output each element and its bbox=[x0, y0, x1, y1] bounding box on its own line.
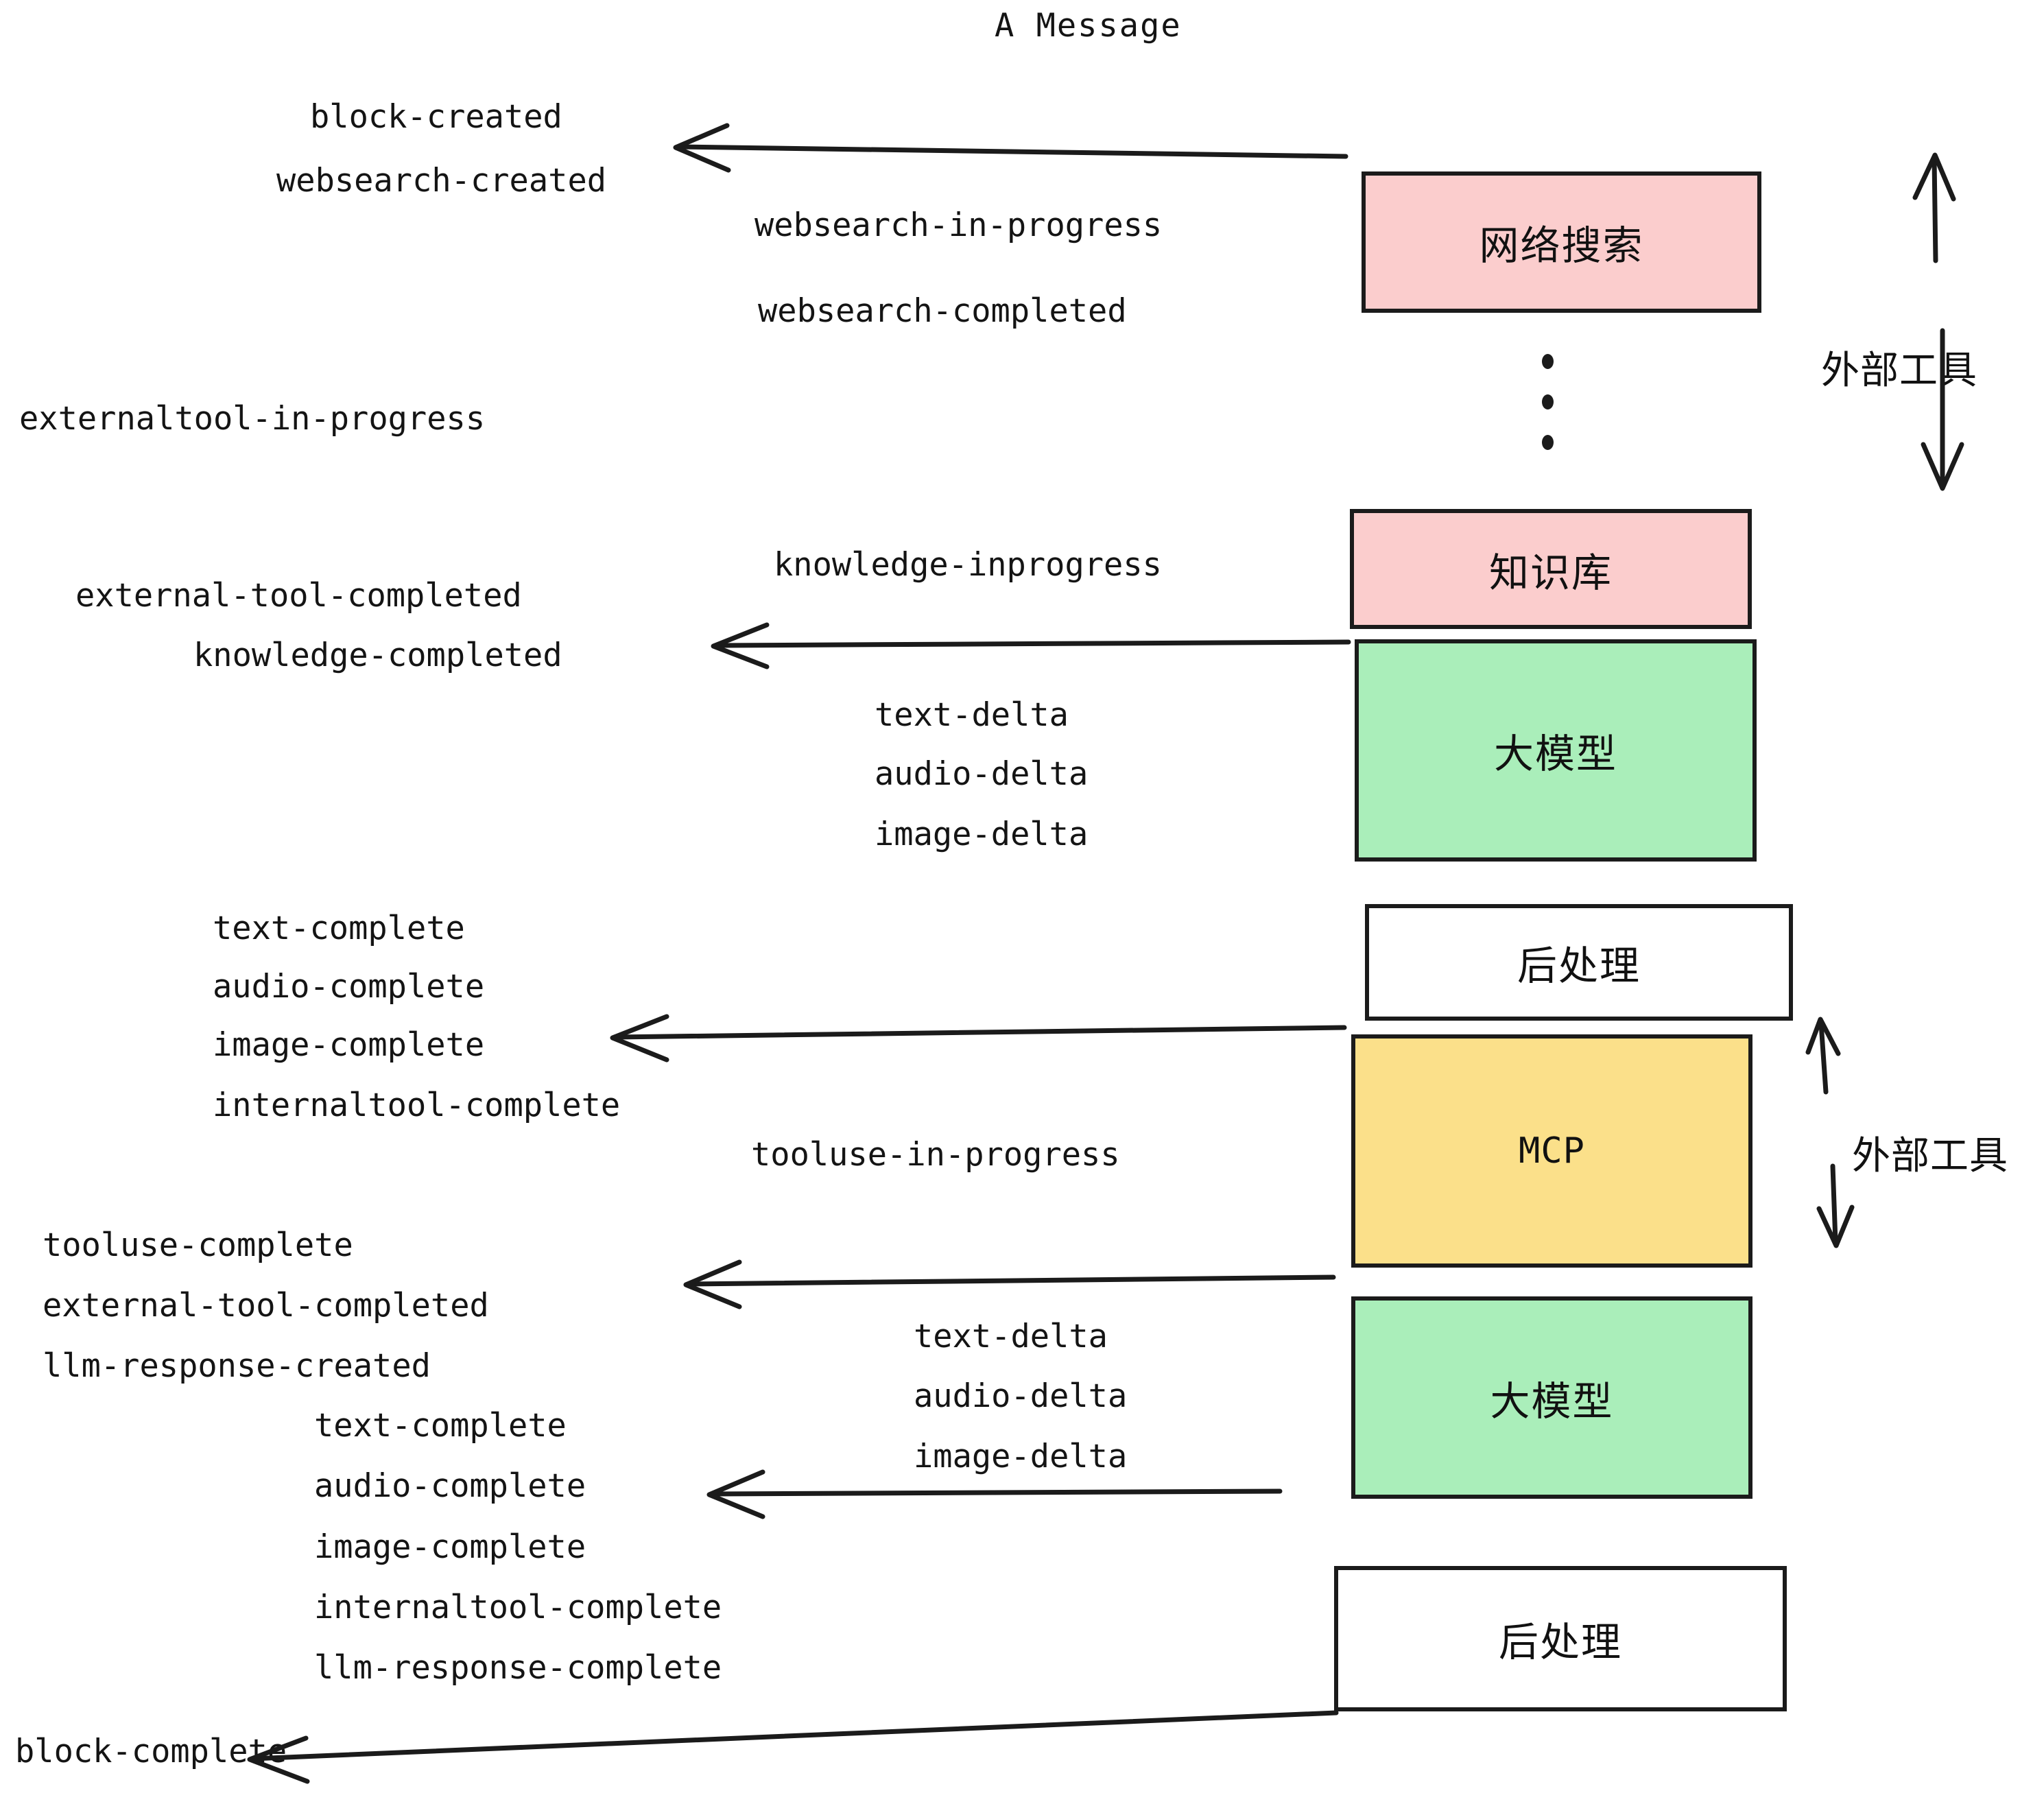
event-label-websearch-created: websearch-created bbox=[276, 162, 607, 200]
box-postprocess-top-label: 后处理 bbox=[1517, 942, 1641, 989]
ellipsis-dot bbox=[1541, 394, 1554, 410]
arrow-external-tool-down-bottom bbox=[1816, 1163, 1855, 1248]
event-label-llm-response-created: llm-response-created bbox=[43, 1347, 431, 1385]
event-label-llm-response-complete: llm-response-complete bbox=[314, 1649, 722, 1687]
box-mcp-label: MCP bbox=[1519, 1130, 1585, 1172]
box-mcp[interactable]: MCP bbox=[1351, 1034, 1752, 1268]
event-label-websearch-in-progress: websearch-in-progress bbox=[754, 206, 1163, 244]
event-label-knowledge-completed: knowledge-completed bbox=[193, 637, 562, 674]
event-label-external-tool-completed-2: external-tool-completed bbox=[43, 1287, 489, 1325]
event-label-image-complete-2: image-complete bbox=[314, 1528, 586, 1566]
event-label-audio-delta-2: audio-delta bbox=[914, 1377, 1128, 1415]
side-label-external-tool-top: 外部工具 bbox=[1821, 348, 1977, 393]
event-label-image-delta-2: image-delta bbox=[914, 1438, 1128, 1475]
event-label-internaltool-complete-1: internaltool-complete bbox=[213, 1087, 621, 1124]
event-label-audio-complete-2: audio-complete bbox=[314, 1467, 586, 1505]
event-label-text-complete-1: text-complete bbox=[213, 910, 465, 947]
event-label-external-tool-completed-1: external-tool-completed bbox=[75, 577, 522, 615]
page-title: A Message bbox=[995, 7, 1182, 45]
event-label-externaltool-in-progress: externaltool-in-progress bbox=[19, 400, 486, 438]
ellipsis-dot bbox=[1541, 354, 1554, 369]
box-knowledge-label: 知识库 bbox=[1488, 549, 1613, 596]
box-llm-top-label: 大模型 bbox=[1493, 731, 1617, 777]
arrow-postprocess-to-block-complete bbox=[247, 1710, 1339, 1784]
event-label-block-complete: block-complete bbox=[15, 1733, 287, 1770]
event-label-internaltool-complete-2: internaltool-complete bbox=[314, 1589, 722, 1626]
ellipsis-dot bbox=[1541, 435, 1554, 450]
box-llm-bottom-label: 大模型 bbox=[1490, 1377, 1614, 1425]
arrow-llm-bottom-to-audio-complete bbox=[706, 1469, 1283, 1519]
event-label-audio-delta-1: audio-delta bbox=[875, 755, 1089, 793]
arrow-external-tool-up-top bbox=[1912, 152, 1956, 263]
arrow-external-tool-up-bottom bbox=[1805, 1017, 1841, 1095]
box-websearch[interactable]: 网络搜索 bbox=[1362, 171, 1761, 313]
event-label-text-delta-1: text-delta bbox=[875, 696, 1069, 734]
event-label-websearch-completed: websearch-completed bbox=[758, 292, 1127, 330]
event-label-audio-complete-1: audio-complete bbox=[213, 968, 485, 1006]
box-websearch-label: 网络搜索 bbox=[1479, 222, 1644, 269]
event-label-text-delta-2: text-delta bbox=[914, 1318, 1108, 1355]
vertical-ellipsis-icon bbox=[1540, 354, 1555, 450]
event-label-tooluse-complete: tooluse-complete bbox=[43, 1226, 353, 1264]
event-label-text-complete-2: text-complete bbox=[314, 1407, 567, 1445]
box-llm-top[interactable]: 大模型 bbox=[1355, 639, 1757, 862]
arrow-websearch-to-block-created bbox=[673, 123, 1348, 173]
event-label-knowledge-inprogress: knowledge-inprogress bbox=[774, 546, 1162, 584]
event-label-image-complete-1: image-complete bbox=[213, 1026, 485, 1064]
event-label-block-created: block-created bbox=[310, 98, 562, 136]
event-label-tooluse-in-progress: tooluse-in-progress bbox=[751, 1136, 1120, 1174]
box-llm-bottom[interactable]: 大模型 bbox=[1351, 1296, 1752, 1499]
box-postprocess-top[interactable]: 后处理 bbox=[1365, 904, 1793, 1021]
box-knowledge[interactable]: 知识库 bbox=[1350, 509, 1752, 629]
arrow-mcp-to-tooluse-complete bbox=[683, 1259, 1336, 1309]
event-label-image-delta-1: image-delta bbox=[875, 816, 1089, 853]
arrow-knowledge-to-knowledge-completed bbox=[711, 622, 1351, 669]
box-postprocess-bottom[interactable]: 后处理 bbox=[1334, 1566, 1787, 1711]
box-postprocess-bottom-label: 后处理 bbox=[1498, 1619, 1622, 1665]
arrow-llm-to-image-complete bbox=[610, 1014, 1347, 1063]
side-label-external-tool-bottom: 外部工具 bbox=[1852, 1134, 2008, 1178]
